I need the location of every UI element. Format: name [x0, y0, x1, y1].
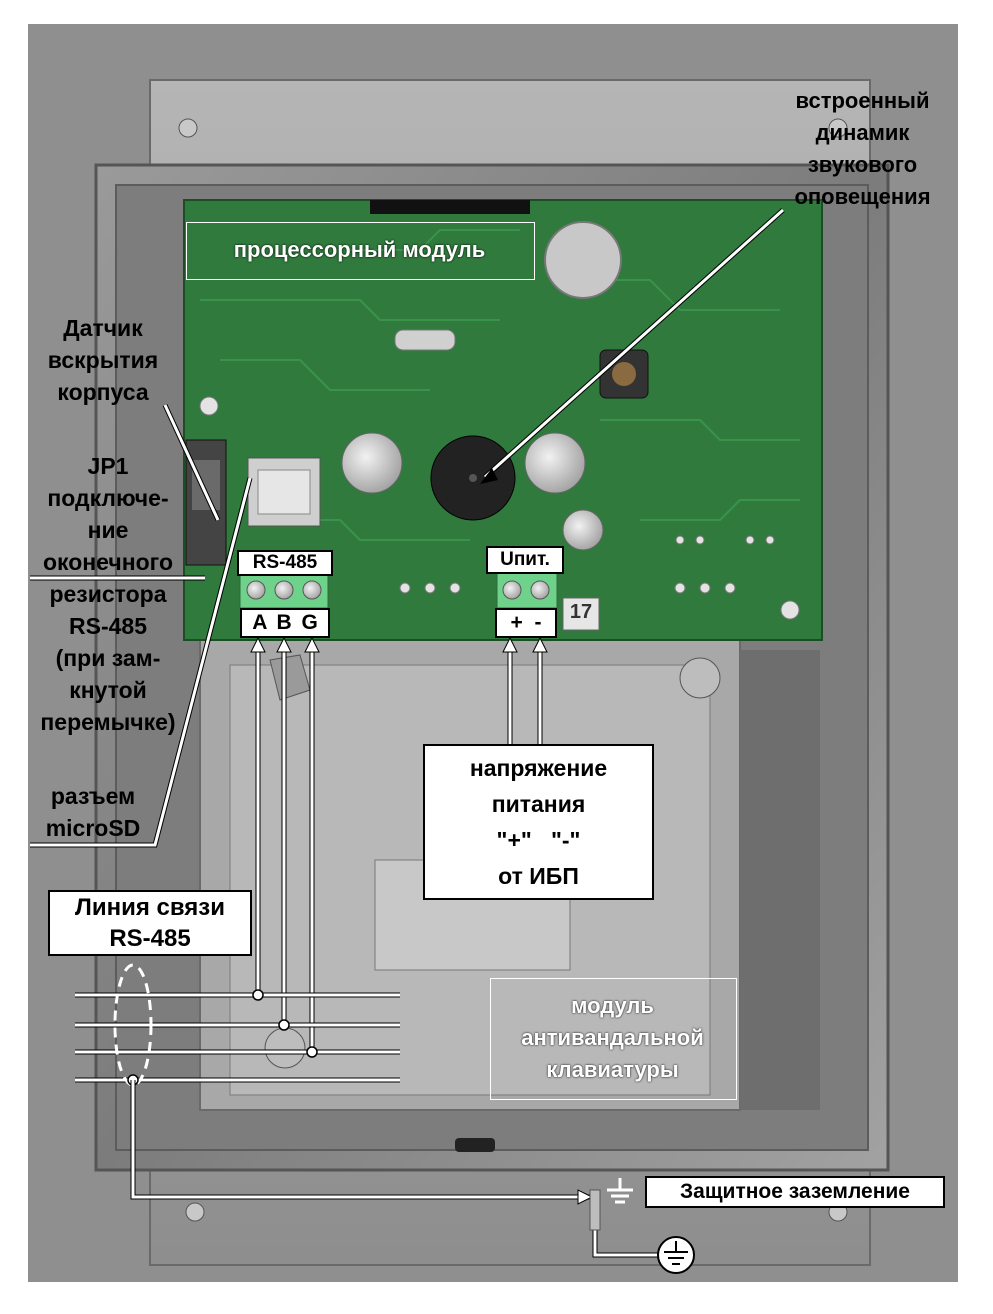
- jp1-label: JP1 подключе- ние оконечного резистора R…: [28, 450, 188, 738]
- jp1-line-2: подключе-: [47, 485, 169, 511]
- speaker-line-4: оповещения: [794, 184, 931, 209]
- jp1-line-9: перемычке): [40, 709, 176, 735]
- jp1-line-8: кнутой: [69, 677, 147, 703]
- jp1-line-1: JP1: [87, 453, 129, 479]
- jp1-line-4: оконечного: [42, 549, 174, 575]
- microsd-line-1: разъем: [50, 783, 136, 809]
- ground-label: Защитное заземление: [645, 1176, 945, 1208]
- processor-module-label: процессорный модуль: [233, 237, 486, 262]
- jp1-line-5: резистора: [49, 581, 167, 607]
- power-line-1: напряжение: [469, 755, 608, 781]
- rs485-line-2: RS-485: [109, 925, 191, 952]
- tamper-line-2: вскрытия: [47, 347, 159, 373]
- speaker-line-1: встроенный: [795, 88, 930, 113]
- power-supply-box: напряжение питания "+" "-" от ИБП: [423, 744, 654, 900]
- rs485-line-1: Линия связи: [75, 894, 225, 921]
- rs485-terminal-label: RS-485: [237, 550, 333, 576]
- power-line-3: "+" "-": [496, 827, 581, 853]
- rs485-pin-label: A B G: [240, 608, 330, 638]
- microsd-line-2: microSD: [45, 815, 141, 841]
- tamper-line-3: корпуса: [57, 379, 149, 405]
- board-number-label: 17: [569, 601, 593, 623]
- keypad-line-3: клавиатуры: [546, 1057, 679, 1082]
- jp1-line-3: ние: [87, 517, 129, 543]
- power-pin-label: + -: [495, 608, 557, 638]
- cable-shield-ellipse: [113, 963, 153, 1087]
- speaker-label: встроенный динамик звукового оповещения: [770, 85, 955, 213]
- keypad-side: [740, 650, 820, 1110]
- tamper-sensor-label: Датчик вскрытия корпуса: [28, 312, 178, 408]
- keypad-module-label: модуль антивандальной клавиатуры: [490, 990, 735, 1086]
- keypad-module-outline: [490, 978, 737, 1100]
- power-terminal-label: Uпит.: [486, 546, 564, 574]
- processor-module-outline: [186, 222, 535, 280]
- ground-symbol-icon: [607, 1178, 633, 1204]
- power-line-4: от ИБП: [498, 863, 579, 889]
- microsd-label: разъем microSD: [28, 780, 158, 844]
- tamper-line-1: Датчик: [63, 315, 143, 341]
- earth-ground-circle-icon: [657, 1236, 695, 1274]
- callout-lines: [30, 208, 785, 848]
- jp1-line-6: RS-485: [69, 613, 147, 639]
- speaker-line-2: динамик: [815, 120, 910, 145]
- speaker-line-3: звукового: [807, 152, 918, 177]
- rs485-line-box: Линия связи RS-485: [48, 890, 252, 956]
- speaker-part: [544, 221, 622, 299]
- rs485-wires: [255, 645, 543, 1052]
- power-line-2: питания: [491, 791, 586, 817]
- keypad-line-2: антивандальной: [521, 1025, 704, 1050]
- jp1-line-7: (при зам-: [55, 645, 161, 671]
- keypad-line-1: модуль: [571, 993, 654, 1018]
